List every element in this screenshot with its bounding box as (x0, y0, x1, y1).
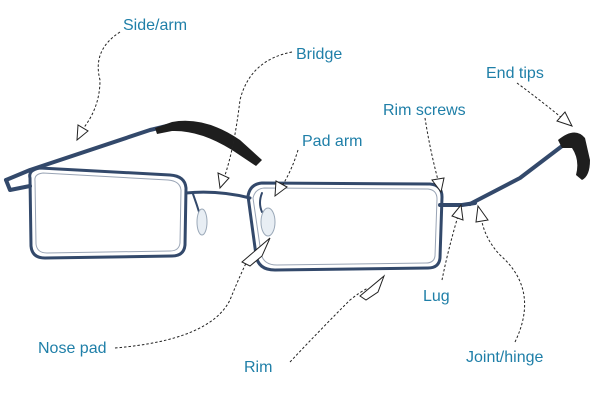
joint-hinge-arrow (481, 221, 526, 343)
joint-hinge-arrowhead (475, 204, 489, 223)
label-joint-hinge: Joint/hinge (466, 349, 543, 366)
lug-arrow (441, 215, 459, 281)
end-tips-arrow (516, 82, 563, 119)
side-arm-arrowhead (76, 124, 89, 142)
left-nose-pad (196, 208, 208, 236)
part-labels: Side/arm Bridge End tips Rim screws Pad … (38, 17, 544, 376)
label-lug: Lug (423, 288, 450, 305)
label-nose-pad: Nose pad (38, 340, 107, 357)
left-rim-inner (34, 172, 182, 254)
eyeglasses-frame (4, 120, 590, 272)
pad-arm-arrow (281, 149, 299, 187)
right-rim (246, 181, 444, 272)
label-bridge: Bridge (296, 46, 342, 63)
label-pad-arm: Pad arm (302, 133, 362, 150)
pointer-arrows (76, 31, 573, 363)
side-arm-arrow (81, 31, 121, 131)
lug-arrowhead (451, 203, 464, 221)
right-pad-arm (259, 192, 263, 213)
nose-pad-arrow (114, 254, 251, 349)
bridge-arrowhead (217, 172, 230, 190)
label-side-arm: Side/arm (123, 17, 187, 34)
left-rim (28, 166, 188, 260)
left-lug (4, 178, 32, 192)
right-rim-inner (252, 187, 438, 266)
rim-screws-arrowhead (431, 177, 445, 194)
pad-arm-arrowhead (274, 180, 288, 198)
label-end-tips: End tips (486, 65, 544, 82)
label-rim: Rim (244, 359, 272, 376)
right-temple-arm (468, 138, 572, 206)
end-tips-arrowhead (556, 111, 573, 127)
nose-pad-arrowhead (241, 237, 271, 267)
bridge (184, 190, 252, 200)
rim-arrow (289, 287, 369, 363)
rim-screws-arrow (424, 117, 439, 181)
right-nose-pad (260, 207, 276, 237)
right-end-tip (558, 132, 590, 180)
bridge-arrow (223, 51, 293, 179)
left-end-tip (155, 120, 262, 166)
label-rim-screws: Rim screws (383, 102, 466, 119)
rim-arrowhead (359, 274, 386, 301)
